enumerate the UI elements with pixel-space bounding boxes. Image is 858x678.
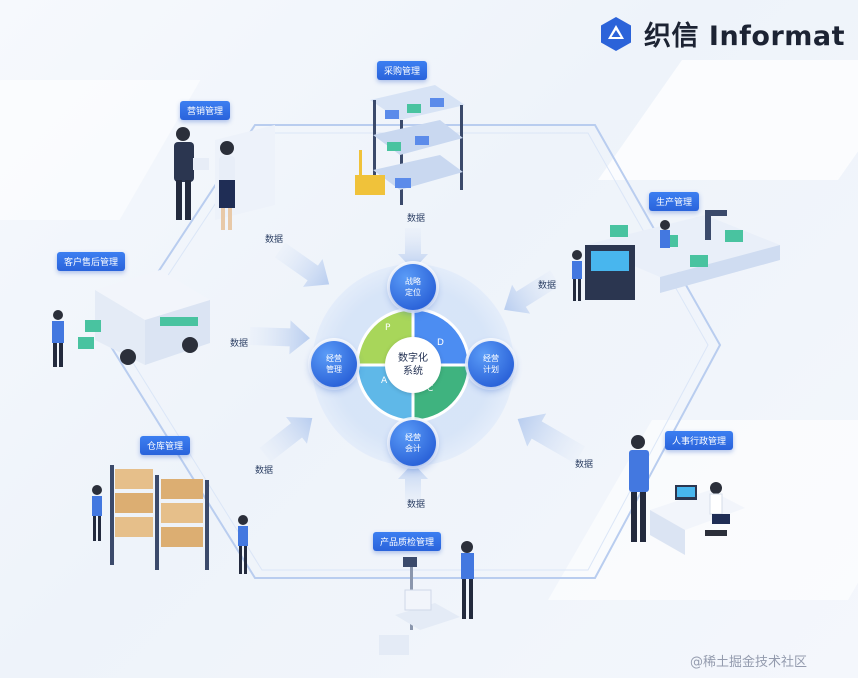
pdca-letter-a: A bbox=[381, 376, 388, 386]
arrow-from-warehouse bbox=[259, 416, 313, 463]
node-strategy[interactable]: 战略 定位 bbox=[390, 264, 436, 310]
node-operation-accounting[interactable]: 经营 会计 bbox=[390, 420, 436, 466]
label-marketing-management[interactable]: 营销管理 bbox=[180, 101, 231, 120]
arrow-from-quality bbox=[398, 463, 428, 505]
hr-admin-illustration bbox=[629, 435, 745, 555]
arrow-from-production bbox=[504, 270, 560, 314]
core-center-label: 数字化 系统 bbox=[385, 337, 441, 393]
arrow-from-marketing bbox=[274, 242, 330, 287]
node-operation-plan[interactable]: 经营 计划 bbox=[468, 341, 514, 387]
arrow-from-aftersales bbox=[249, 320, 310, 355]
data-label-quality: 数据 bbox=[407, 500, 426, 510]
arrow-from-purchase bbox=[398, 228, 428, 270]
pdca-letter-d: D bbox=[437, 338, 444, 348]
warehouse-illustration bbox=[92, 465, 248, 574]
data-label-warehouse: 数据 bbox=[255, 466, 274, 476]
data-label-purchase: 数据 bbox=[407, 214, 426, 224]
marketing-illustration bbox=[174, 125, 275, 230]
arrow-from-hr bbox=[517, 413, 585, 464]
label-quality-management[interactable]: 产品质检管理 bbox=[373, 532, 442, 551]
node-operation-management[interactable]: 经营 管理 bbox=[311, 341, 357, 387]
data-label-production: 数据 bbox=[538, 281, 557, 291]
data-label-marketing: 数据 bbox=[265, 235, 284, 245]
label-hr-admin-management[interactable]: 人事行政管理 bbox=[665, 431, 734, 450]
brand-name: 织信 Informat bbox=[644, 21, 846, 52]
label-warehouse-management[interactable]: 仓库管理 bbox=[140, 436, 191, 455]
informat-logo-icon bbox=[601, 16, 631, 51]
aftersales-illustration bbox=[52, 270, 210, 367]
production-illustration bbox=[572, 210, 780, 301]
pdca-letter-p: P bbox=[385, 323, 391, 333]
label-production-management[interactable]: 生产管理 bbox=[649, 192, 700, 211]
label-purchase-management[interactable]: 采购管理 bbox=[377, 61, 428, 80]
data-label-aftersales: 数据 bbox=[230, 339, 249, 349]
purchase-illustration bbox=[355, 85, 465, 205]
brand-logo[interactable]: 织信 Informat bbox=[598, 14, 845, 53]
quality-illustration bbox=[379, 541, 474, 655]
label-aftersales-management[interactable]: 客户售后管理 bbox=[57, 252, 126, 271]
watermark-text: @稀土掘金技术社区 bbox=[690, 655, 808, 670]
pdca-letter-c: C bbox=[427, 384, 434, 394]
data-label-hr: 数据 bbox=[575, 460, 594, 470]
